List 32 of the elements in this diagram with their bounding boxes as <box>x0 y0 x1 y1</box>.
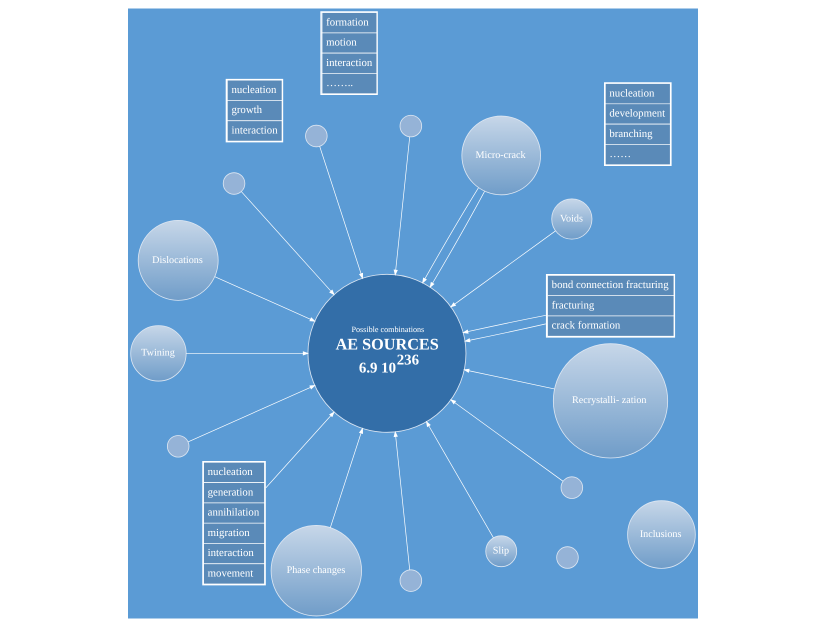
node-circle <box>556 546 578 569</box>
node-circle <box>304 124 328 148</box>
node-circle: Voids <box>550 198 592 240</box>
arrow <box>265 411 334 488</box>
node-circle: Phase changes <box>270 525 362 616</box>
node-circle <box>399 569 422 592</box>
arrow <box>187 385 316 442</box>
node-circle: Recrystalli- zation <box>552 343 668 458</box>
arrow <box>393 136 410 276</box>
arrow <box>393 430 410 570</box>
arrow <box>240 191 334 296</box>
node-circle: Inclusions <box>626 500 696 569</box>
arrow <box>422 188 478 284</box>
arrow <box>329 428 362 528</box>
node-circle <box>399 114 422 138</box>
node-circle: Micro-crack <box>460 116 540 196</box>
node-circle <box>222 172 245 195</box>
arrow <box>462 314 546 334</box>
arrow <box>425 420 494 538</box>
node-circle: Slip <box>484 535 517 568</box>
arrow <box>450 230 556 308</box>
arrow <box>462 368 554 390</box>
node-circle <box>166 435 189 458</box>
arrow <box>450 399 563 482</box>
node-circle: Twining <box>130 325 186 382</box>
arrow <box>464 324 546 342</box>
node-circle: Dislocations <box>137 220 218 301</box>
arrow <box>185 351 308 356</box>
arrow <box>214 276 316 322</box>
arrow <box>429 191 484 288</box>
node-circle <box>560 476 583 499</box>
arrow <box>318 146 363 280</box>
